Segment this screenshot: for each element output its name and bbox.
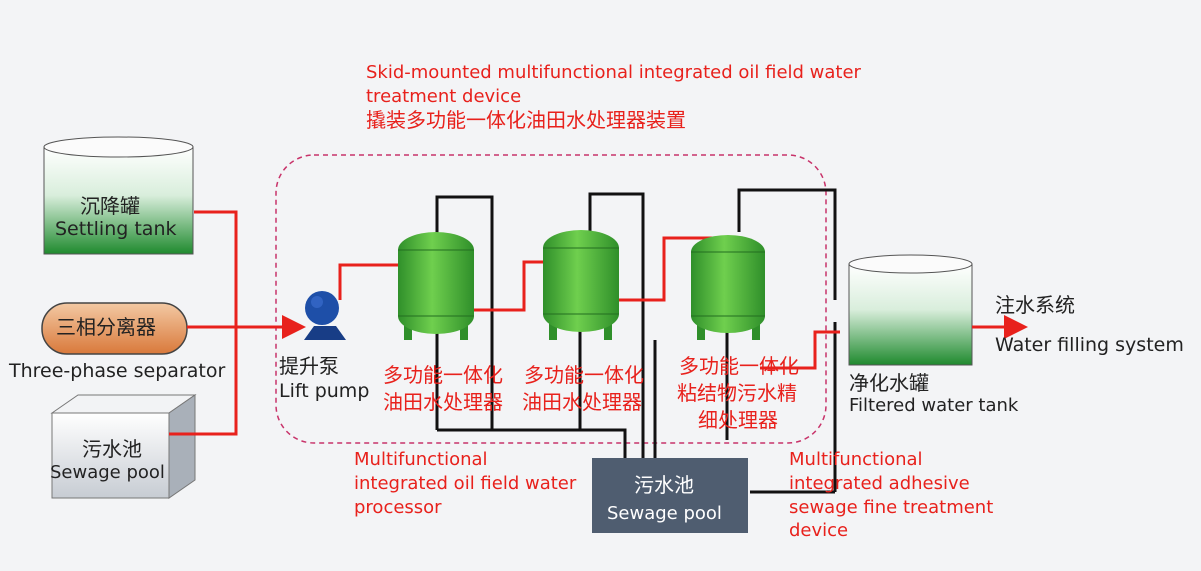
adhesive-caption-line2: integrated adhesive [789, 473, 970, 494]
water-filling-zh: 注水系统 [995, 293, 1075, 317]
processor-3-zh-line1: 多功能一体化 [679, 354, 799, 378]
sewage-pool-box-bottom [592, 458, 748, 533]
adhesive-caption-line4: device [789, 520, 849, 541]
filtered-water-tank [848, 254, 973, 366]
processor-1-zh-line1: 多功能一体化 [383, 363, 503, 387]
processor-caption-line3: processor [354, 497, 442, 518]
title-zh: 撬装多功能一体化油田水处理器装置 [366, 108, 686, 132]
sewage-pool-box-left [50, 394, 197, 499]
processor-vessel-3 [691, 235, 765, 340]
three-phase-en: Three-phase separator [9, 360, 226, 382]
adhesive-caption-line1: Multifunctional [789, 449, 923, 470]
skid-boundary [275, 154, 827, 444]
processor-3-zh-line3: 细处理器 [698, 408, 778, 432]
lift-pump [304, 291, 346, 340]
lift-pump-en: Lift pump [279, 380, 370, 402]
sewage-pool-left-zh: 污水池 [82, 437, 142, 461]
drain-lines [435, 188, 837, 494]
filtered-tank-en: Filtered water tank [849, 395, 1019, 416]
sewage-pool-bottom-en: Sewage pool [607, 503, 722, 524]
sewage-pool-bottom-zh: 污水池 [634, 473, 694, 497]
lift-pump-zh: 提升泵 [279, 354, 339, 378]
filtered-tank-zh: 净化水罐 [849, 371, 929, 395]
water-filling-en: Water filling system [995, 334, 1184, 356]
title-en-line2: treatment device [366, 86, 522, 107]
processor-2-zh-line1: 多功能一体化 [524, 363, 644, 387]
adhesive-caption-line3: sewage fine treatment [789, 497, 994, 518]
processor-caption-line1: Multifunctional [354, 449, 488, 470]
three-phase-zh: 三相分离器 [56, 315, 156, 339]
pump-to-processor-line [338, 263, 398, 300]
processor-2-zh-line2: 油田水处理器 [522, 390, 642, 414]
processor-vessel-2 [543, 230, 619, 340]
processor-3-zh-line2: 粘结物污水精 [677, 381, 797, 405]
process-lines [474, 236, 840, 370]
processor-vessel-1 [398, 232, 474, 340]
title-en-line1: Skid-mounted multifunctional integrated … [366, 62, 861, 83]
settling-tank-en: Settling tank [55, 218, 177, 240]
settling-tank-zh: 沉降罐 [80, 194, 140, 218]
sewage-pool-left-en: Sewage pool [50, 462, 165, 483]
settling-tank [43, 136, 194, 255]
processor-1-zh-line2: 油田水处理器 [383, 390, 503, 414]
processor-caption-line2: integrated oil field water [354, 473, 577, 494]
inflow-lines [169, 210, 306, 436]
